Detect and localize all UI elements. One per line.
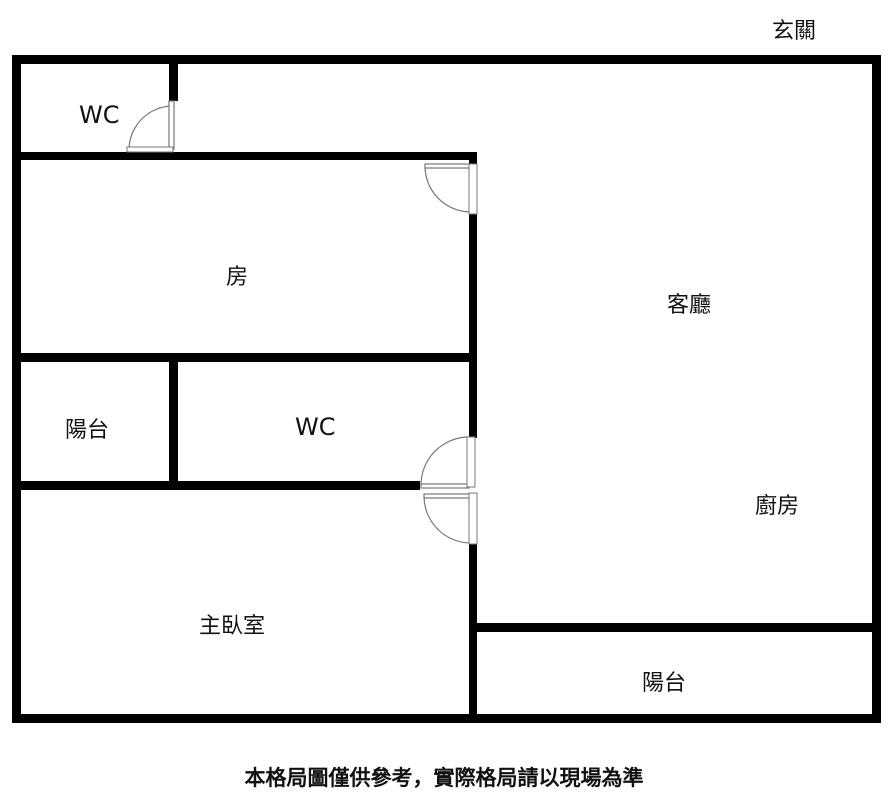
door-bedroom [424, 163, 478, 215]
outer-wall-bottom [12, 714, 881, 723]
wall-wc-top-bottom [12, 152, 477, 160]
wall-center-vertical-2 [469, 212, 477, 438]
disclaimer-caption: 本格局圖僅供參考，實際格局請以現場為準 [244, 766, 644, 790]
door-wc-middle [420, 436, 476, 489]
wall-master-top [12, 481, 420, 490]
outer-wall-top [12, 55, 881, 64]
wall-bedroom-bottom [12, 353, 477, 362]
entrance-label: 玄關 [772, 19, 816, 44]
wall-balcony-bottom-top [469, 623, 881, 632]
room-label-balcony-bottom: 陽台 [642, 671, 686, 696]
door-wc-top [126, 100, 175, 153]
room-label-wc-top: WC [79, 101, 120, 129]
room-label-bedroom: 房 [226, 265, 248, 290]
room-label-wc-middle: WC [295, 413, 336, 441]
room-label-balcony-left: 陽台 [65, 418, 109, 443]
wall-wc-top-right [169, 55, 178, 101]
room-label-living-room: 客廳 [667, 293, 711, 318]
outer-wall-right [872, 55, 881, 723]
outer-wall-left [12, 55, 21, 723]
wall-center-vertical-1 [469, 152, 477, 166]
door-master-bedroom [423, 492, 478, 545]
room-label-master-bedroom: 主臥室 [199, 614, 265, 639]
wall-balcony-left-right [169, 353, 178, 489]
wall-center-vertical-3 [469, 543, 477, 723]
room-label-kitchen: 廚房 [755, 494, 799, 519]
floor-plan: 玄關 WC 房 客廳 陽台 WC 廚房 主臥室 陽台 [12, 19, 881, 723]
